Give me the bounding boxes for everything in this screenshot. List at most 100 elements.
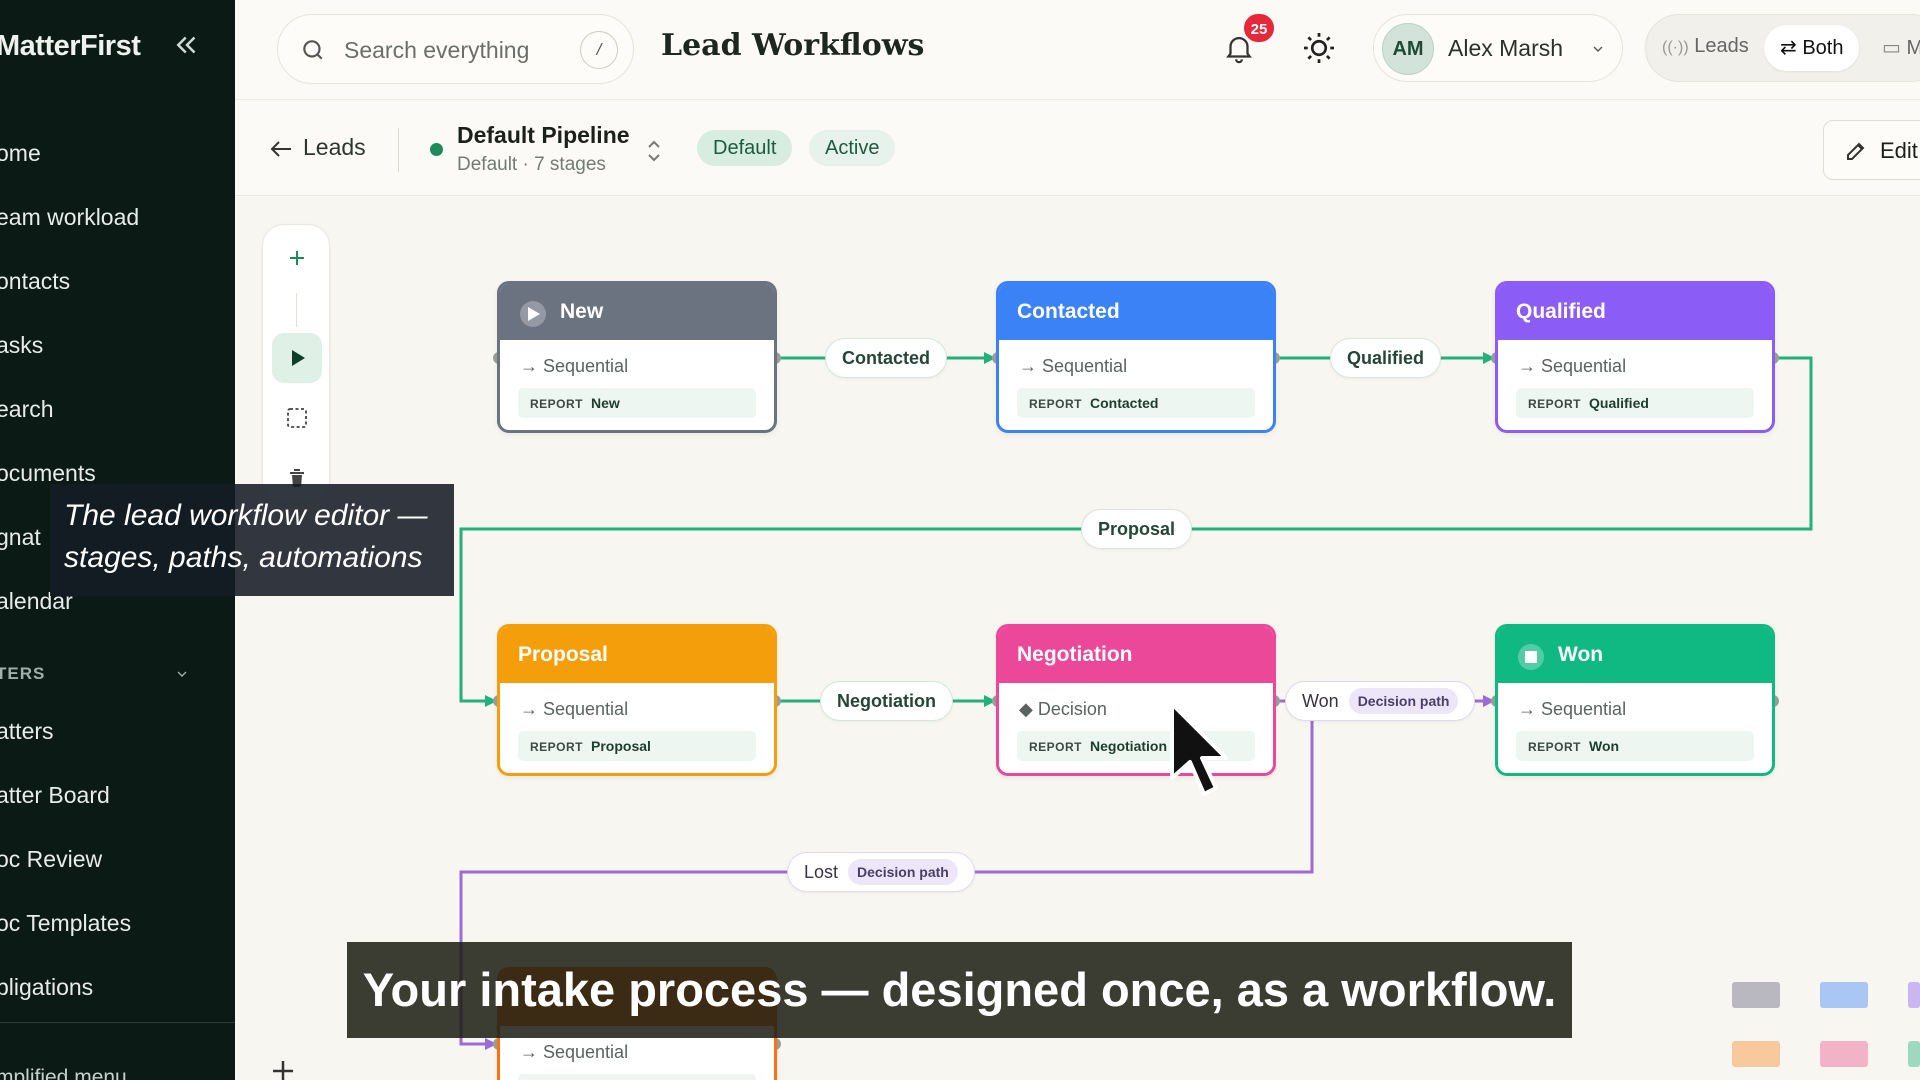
color-swatch-pink[interactable] bbox=[1820, 1041, 1868, 1067]
divider bbox=[398, 128, 399, 172]
select-button[interactable] bbox=[272, 393, 322, 443]
sidebar-simplified-menu[interactable]: mplified menu bbox=[0, 1066, 127, 1080]
search-input[interactable]: Search everything / bbox=[277, 14, 634, 84]
edge-label-text: Qualified bbox=[1347, 348, 1425, 368]
node-title: Won bbox=[1558, 643, 1604, 666]
trash-icon bbox=[290, 469, 304, 487]
bell-icon[interactable] bbox=[1222, 30, 1256, 66]
run-button[interactable] bbox=[272, 333, 322, 383]
mode-both-label: Both bbox=[1802, 37, 1844, 59]
tag-active: Active bbox=[809, 130, 896, 166]
delete-button[interactable] bbox=[272, 453, 322, 503]
sidebar-item-obligations[interactable]: bligations bbox=[0, 974, 94, 1000]
decision-path-tag: Decision path bbox=[848, 859, 958, 885]
edit-pipeline-button[interactable]: Edit bbox=[1823, 120, 1920, 180]
sidebar-item-matters[interactable]: atters bbox=[0, 718, 54, 744]
mode-switcher: ((·)) Leads ⇄ Both ▭ M bbox=[1645, 14, 1920, 82]
sun-icon[interactable] bbox=[1301, 30, 1337, 66]
add-stage-button[interactable] bbox=[272, 233, 322, 283]
swap-icon: ⇄ bbox=[1780, 37, 1797, 59]
mouse-cursor-icon bbox=[1170, 702, 1228, 796]
color-swatch-gray[interactable] bbox=[1732, 982, 1780, 1008]
broadcast-icon: ((·)) bbox=[1662, 39, 1689, 56]
report-key: REPORT bbox=[1528, 740, 1582, 754]
sidebar-divider bbox=[0, 1022, 235, 1023]
report-value: Proposal bbox=[591, 738, 651, 754]
edge-label-qualified[interactable]: Qualified bbox=[1330, 338, 1442, 378]
edge-label-text: Negotiation bbox=[837, 691, 936, 711]
tag-default: Default bbox=[697, 130, 793, 166]
toolbar-divider bbox=[296, 293, 297, 327]
collapse-sidebar-icon[interactable] bbox=[172, 30, 202, 60]
pipeline-meta: Default · 7 stages bbox=[457, 154, 606, 175]
node-mode: → Sequential bbox=[520, 356, 629, 376]
caption-overlay-big: Your intake process — designed once, as … bbox=[347, 942, 1572, 1038]
edge-label-proposal[interactable]: Proposal bbox=[1081, 509, 1193, 549]
node-title: Negotiation bbox=[1017, 643, 1133, 666]
sidebar-item-search[interactable]: earch bbox=[0, 396, 54, 422]
sidebar-section-matters[interactable]: TERS bbox=[0, 664, 46, 683]
report-key: REPORT bbox=[530, 740, 584, 754]
edge-label-contacted[interactable]: Contacted bbox=[825, 338, 948, 378]
sidebar-item-doc-templates[interactable]: oc Templates bbox=[0, 910, 132, 936]
user-menu-button[interactable]: AM Alex Marsh bbox=[1373, 14, 1623, 82]
chevron-up-down-icon[interactable] bbox=[645, 138, 663, 164]
back-label: Leads bbox=[303, 134, 366, 160]
node-header: New bbox=[500, 284, 774, 340]
node-title: Qualified bbox=[1516, 300, 1606, 323]
report-key: REPORT bbox=[1029, 397, 1083, 411]
report-value: Qualified bbox=[1589, 395, 1649, 411]
back-to-leads-link[interactable]: Leads bbox=[269, 134, 366, 161]
user-name: Alex Marsh bbox=[1448, 35, 1564, 61]
pipeline-header: Leads Default Pipeline Default · 7 stage… bbox=[235, 100, 1920, 196]
edge-label-text: Proposal bbox=[1098, 519, 1176, 539]
briefcase-icon: ▭ bbox=[1882, 37, 1901, 59]
pipeline-name[interactable]: Default Pipeline bbox=[457, 122, 630, 148]
sidebar-item-tasks[interactable]: asks bbox=[0, 332, 44, 358]
mode-matters-tab[interactable]: ▭ M bbox=[1882, 35, 1920, 60]
mode-leads-tab[interactable]: ((·)) Leads bbox=[1662, 35, 1749, 58]
sidebar-item-documents[interactable]: ocuments bbox=[0, 460, 96, 486]
mode-both-tab[interactable]: ⇄ Both bbox=[1764, 25, 1860, 71]
color-swatch-purple[interactable] bbox=[1908, 982, 1920, 1008]
edge-label-text: Contacted bbox=[842, 348, 931, 368]
mode-matters-label: M bbox=[1906, 37, 1920, 59]
sidebar-item-home[interactable]: ome bbox=[0, 140, 41, 166]
report-value: Won bbox=[1589, 738, 1620, 754]
chevron-down-icon[interactable] bbox=[174, 666, 190, 682]
report-value: Negotiation bbox=[1090, 738, 1168, 754]
sidebar-item-contacts[interactable]: ontacts bbox=[0, 268, 71, 294]
edge-label-text: Won bbox=[1302, 691, 1339, 711]
canvas-toolbar bbox=[262, 224, 330, 504]
report-key: REPORT bbox=[530, 397, 584, 411]
node-header: Proposal bbox=[500, 627, 774, 683]
sidebar-item-team-workload[interactable]: eam workload bbox=[0, 204, 140, 230]
sidebar-item-signatures[interactable]: gnat bbox=[0, 524, 41, 550]
pipeline-status-dot bbox=[430, 143, 443, 156]
plus-icon bbox=[290, 251, 304, 265]
sidebar-item-matter-board[interactable]: atter Board bbox=[0, 782, 110, 808]
edit-label: Edit bbox=[1880, 138, 1918, 163]
plus-icon[interactable] bbox=[268, 1056, 298, 1080]
search-shortcut-key: / bbox=[580, 31, 618, 69]
caption-line: stages, paths, automations bbox=[64, 541, 423, 574]
color-swatch-green[interactable] bbox=[1908, 1041, 1920, 1067]
node-header: Qualified bbox=[1498, 284, 1772, 340]
color-swatch-blue[interactable] bbox=[1820, 982, 1868, 1008]
node-mode: → Sequential bbox=[1019, 356, 1128, 376]
edge-label-negotiation[interactable]: Negotiation bbox=[820, 681, 953, 721]
sidebar-item-doc-review[interactable]: oc Review bbox=[0, 846, 103, 872]
top-bar: Search everything / Lead Workflows 25 AM… bbox=[235, 0, 1920, 100]
color-swatch-orange[interactable] bbox=[1732, 1041, 1780, 1067]
